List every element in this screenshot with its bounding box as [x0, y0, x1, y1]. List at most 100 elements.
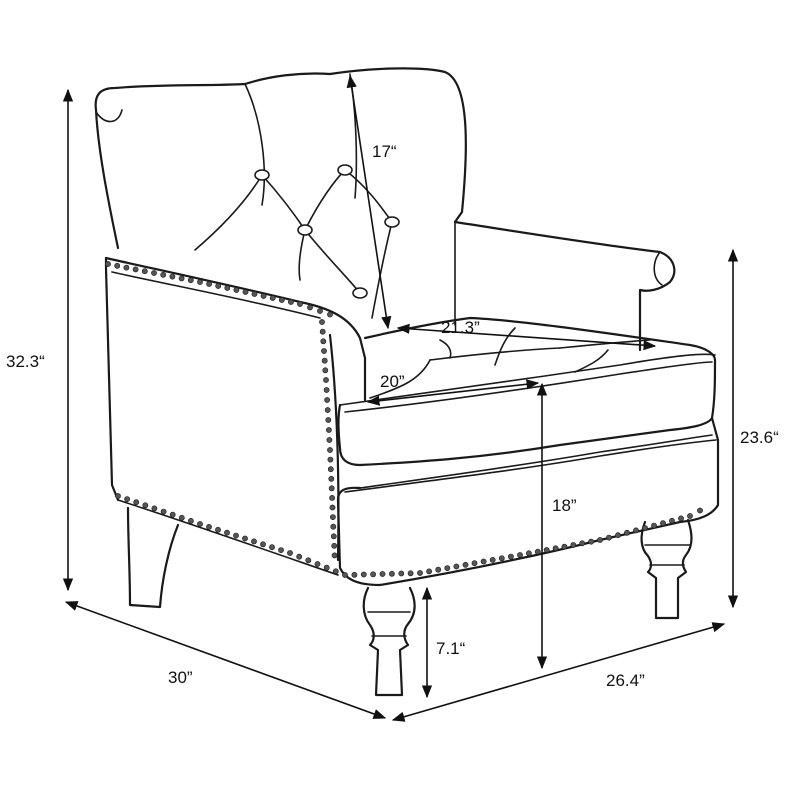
nailhead-stud	[251, 291, 258, 297]
nailhead-stud	[287, 299, 294, 305]
nailhead-stud	[323, 377, 329, 383]
nailhead-stud	[329, 514, 336, 520]
nailhead-stud	[215, 526, 221, 533]
nailhead-stud	[260, 541, 266, 548]
nailhead-stud	[178, 275, 185, 282]
back-height-arrow	[346, 74, 392, 330]
nailhead-stud	[498, 555, 505, 562]
nailhead-stud	[534, 548, 541, 555]
nailhead-stud	[480, 558, 487, 565]
nailhead-stud	[543, 547, 550, 553]
nailhead-stud	[323, 387, 330, 393]
nailhead-stud	[305, 557, 312, 564]
right-armrest	[453, 220, 676, 352]
nailhead-stud	[552, 545, 559, 552]
nailhead-stud	[329, 494, 335, 501]
nailhead-stud	[269, 295, 276, 301]
nailhead-stud	[197, 521, 203, 527]
nailhead-stud	[160, 271, 167, 278]
nailhead-stud	[242, 535, 248, 542]
overall-height-label: 32.3“	[6, 352, 45, 371]
nailhead-stud	[321, 357, 328, 364]
nailhead-stud	[319, 319, 325, 325]
nailhead-stud	[342, 572, 348, 578]
nailhead-stud	[326, 437, 333, 443]
chair-outline	[94, 67, 720, 697]
nailhead-stud	[242, 289, 249, 295]
seat-depth-label: 21.3”	[441, 318, 480, 337]
arm-height-label: 23.6“	[740, 428, 779, 447]
overall-depth-arrow	[391, 622, 726, 722]
nailhead-stud	[660, 520, 666, 527]
nailhead-stud	[328, 475, 335, 482]
overall-width-arrow	[64, 601, 387, 719]
nailhead-stud	[325, 427, 332, 433]
nailhead-stud	[379, 571, 386, 577]
nailhead-stud	[317, 308, 323, 314]
nailhead-stud	[669, 517, 675, 524]
nailhead-stud	[370, 571, 376, 578]
nailhead-stud	[597, 537, 603, 543]
nailhead-stud	[187, 518, 194, 524]
nailhead-stud	[322, 367, 329, 374]
nailhead-stud	[160, 508, 167, 515]
nailhead-stud	[142, 502, 149, 509]
nailhead-stud	[325, 417, 332, 423]
nailhead-stud	[697, 507, 703, 514]
nailhead-stud	[323, 564, 330, 571]
nailhead-stud	[332, 568, 339, 575]
nailhead-stud	[224, 285, 231, 291]
nailhead-stud	[224, 529, 230, 536]
nailhead-stud	[651, 522, 657, 529]
backrest	[94, 67, 467, 250]
nailhead-stud	[114, 262, 121, 269]
nailhead-stud	[351, 571, 358, 578]
nailhead-stud	[588, 538, 594, 545]
nailhead-stud	[398, 570, 405, 577]
nailhead-stud	[561, 543, 568, 550]
front-base	[336, 416, 720, 587]
nailhead-stud	[141, 268, 148, 275]
nailhead-stud	[105, 261, 111, 267]
nailhead-stud	[327, 311, 333, 318]
nailhead-stud	[444, 565, 451, 571]
nailhead-stud	[278, 297, 285, 303]
nailhead-stud	[278, 547, 284, 553]
nailhead-stud	[269, 544, 275, 551]
leg-height-label: 7.1“	[436, 639, 466, 658]
nailhead-stud	[417, 570, 423, 576]
nailhead-stud	[133, 499, 140, 506]
nailhead-stud	[606, 534, 612, 541]
nailhead-stud	[206, 281, 212, 287]
seat-width-label: 20”	[380, 372, 405, 391]
nailhead-stud	[151, 505, 158, 512]
nailhead-stud	[360, 571, 367, 578]
nailhead-stud	[579, 540, 586, 547]
seat-height-label: 18”	[552, 496, 577, 515]
nailhead-stud	[517, 552, 523, 558]
nailhead-stud	[462, 561, 469, 568]
nailhead-stud	[329, 504, 336, 511]
nailhead-stud	[233, 532, 239, 539]
back-height-label: 17“	[372, 142, 397, 161]
nailhead-stud	[426, 568, 432, 575]
nailhead-stud	[287, 550, 293, 556]
nailhead-stud	[327, 456, 334, 463]
nailhead-stud	[615, 532, 621, 539]
nailhead-stud	[307, 304, 313, 311]
nailhead-stud	[324, 407, 331, 413]
nailhead-stud	[526, 550, 532, 557]
nailhead-stud	[151, 270, 157, 276]
seat-width-arrow	[366, 379, 540, 406]
nailhead-stud	[321, 348, 327, 354]
nailhead-stud	[297, 301, 303, 307]
nailhead-stud	[471, 560, 478, 567]
nailhead-stud	[215, 283, 222, 289]
nailhead-stud	[115, 493, 121, 499]
nailhead-stud	[570, 542, 577, 548]
dimension-lines	[62, 74, 739, 722]
nailhead-stud	[296, 553, 303, 560]
nailhead-stud	[169, 511, 176, 518]
dimension-labels: 32.3“ 17“ 21.3” 20” 23.6“ 18” 7.1“ 30” 2…	[6, 142, 779, 690]
